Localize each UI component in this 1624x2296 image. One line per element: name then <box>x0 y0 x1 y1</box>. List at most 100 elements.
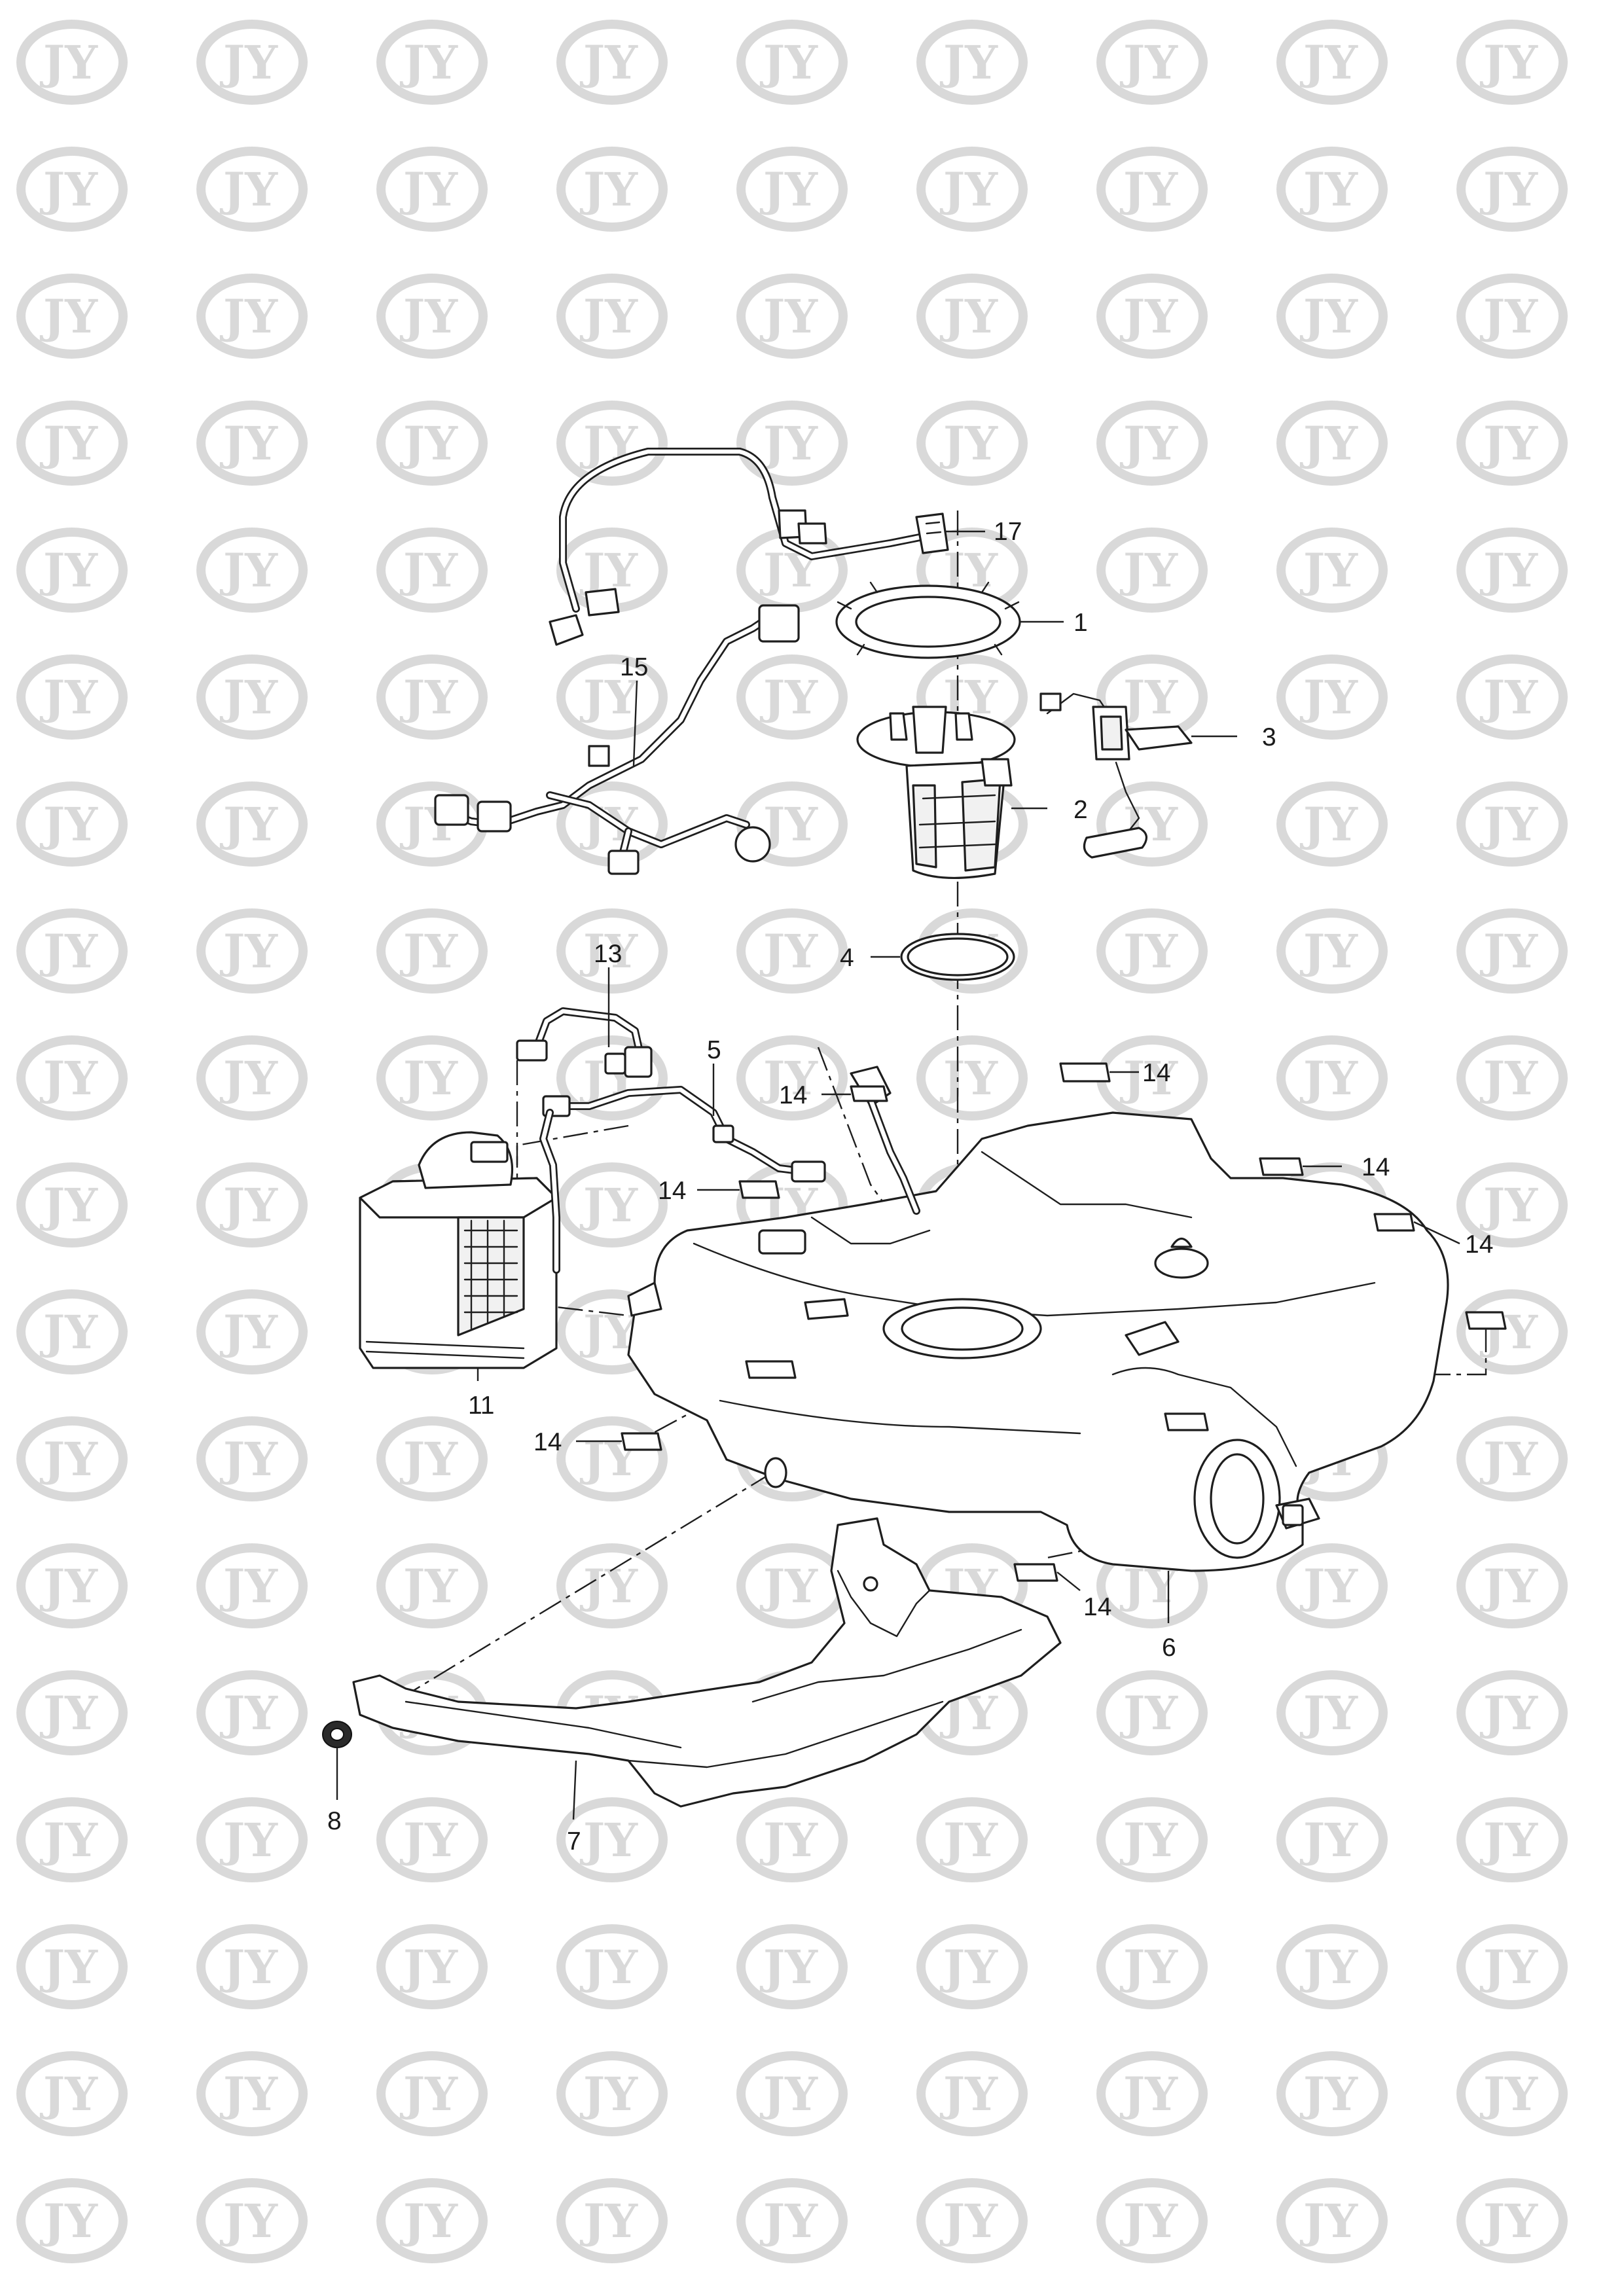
watermark-ring <box>556 2051 668 2136</box>
watermark-logo: JY <box>556 2178 668 2263</box>
watermark-ring <box>736 274 848 359</box>
watermark-ring <box>1456 2051 1568 2136</box>
watermark-ring <box>736 2178 848 2263</box>
watermark-text: JY <box>1119 1051 1178 1105</box>
watermark-text: JY <box>1479 543 1538 598</box>
watermark-logo: JY <box>1096 528 1208 613</box>
watermark-ring <box>196 1416 308 1501</box>
pump-seal-ring-4 <box>900 933 1015 981</box>
watermark-logo: JY <box>916 2178 1028 2263</box>
watermark-text: JY <box>1479 924 1538 978</box>
watermark-ring <box>556 20 668 105</box>
watermark-ring <box>916 20 1028 105</box>
watermark-ring <box>376 2178 488 2263</box>
watermark-logo: JY <box>376 1035 488 1121</box>
watermark-ring <box>16 1924 128 2009</box>
watermark-text: JY <box>39 1813 98 1867</box>
watermark-logo: JY <box>1456 20 1568 105</box>
watermark-logo: JY <box>1276 655 1388 740</box>
watermark-ring <box>16 655 128 740</box>
watermark-text: JY <box>1479 1813 1538 1867</box>
watermark-logo: JY <box>16 1797 128 1882</box>
watermark-logo: JY <box>1096 2178 1208 2263</box>
watermark-text: JY <box>1119 416 1178 471</box>
watermark-ring <box>16 1797 128 1882</box>
callout-2: 2 <box>1074 796 1088 824</box>
watermark-text: JY <box>579 1813 638 1867</box>
watermark-text: JY <box>39 670 98 725</box>
watermark-logo: JY <box>916 147 1028 232</box>
watermark-ring <box>1456 274 1568 359</box>
watermark-text: JY <box>219 35 278 90</box>
watermark-logo: JY <box>736 147 848 232</box>
watermark-logo: JY <box>1456 528 1568 613</box>
callout-14-d: 14 <box>1362 1153 1390 1181</box>
watermark-ring <box>1276 2051 1388 2136</box>
watermark-text: JY <box>399 1559 458 1613</box>
watermark-ring <box>556 655 668 740</box>
watermark-text: JY <box>1119 924 1178 978</box>
watermark-text: JY <box>939 2067 998 2121</box>
watermark-ring <box>1096 1797 1208 1882</box>
watermark-text: JY <box>219 1813 278 1867</box>
watermark-ring <box>1456 1924 1568 2009</box>
watermark-logo: JY <box>16 1289 128 1374</box>
watermark-ring <box>196 1289 308 1374</box>
watermark-logo: JY <box>736 655 848 740</box>
watermark-logo: JY <box>16 2178 128 2263</box>
watermark-ring <box>736 1035 848 1121</box>
watermark-logo: JY <box>376 274 488 359</box>
watermark-text: JY <box>1479 670 1538 725</box>
callout-14-e: 14 <box>1465 1230 1493 1259</box>
watermark-ring <box>196 908 308 994</box>
watermark-logo: JY <box>556 1162 668 1247</box>
watermark-logo: JY <box>376 401 488 486</box>
watermark-logo: JY <box>1456 908 1568 994</box>
watermark-ring <box>376 1416 488 1501</box>
watermark-ring <box>556 147 668 232</box>
watermark-text: JY <box>579 543 638 598</box>
callout-17: 17 <box>994 518 1022 546</box>
watermark-logo: JY <box>1276 2178 1388 2263</box>
watermark-ring <box>736 20 848 105</box>
watermark-ring <box>556 1924 668 2009</box>
watermark-ring <box>736 1797 848 1882</box>
fuel-pump-module-2 <box>856 706 1016 880</box>
watermark-logo: JY <box>736 401 848 486</box>
watermark-ring <box>916 2051 1028 2136</box>
watermark-text: JY <box>1119 543 1178 598</box>
watermark-text: JY <box>759 924 818 978</box>
watermark-logo: JY <box>196 1924 308 2009</box>
watermark-text: JY <box>219 1178 278 1232</box>
watermark-ring <box>916 274 1028 359</box>
watermark-ring <box>196 1670 308 1755</box>
watermark-text: JY <box>939 289 998 344</box>
callout-14-b: 14 <box>1142 1059 1170 1087</box>
watermark-ring <box>1456 781 1568 867</box>
watermark-text: JY <box>1119 1940 1178 1994</box>
watermark-text: JY <box>39 289 98 344</box>
watermark-ring <box>556 1797 668 1882</box>
watermark-ring <box>16 1416 128 1501</box>
watermark-text: JY <box>1479 1686 1538 1740</box>
watermark-text: JY <box>759 1559 818 1613</box>
watermark-text: JY <box>579 1178 638 1232</box>
watermark-logo: JY <box>1276 528 1388 613</box>
watermark-ring <box>556 401 668 486</box>
watermark-ring <box>1096 1670 1208 1755</box>
watermark-ring <box>16 1289 128 1374</box>
watermark-logo: JY <box>1456 1416 1568 1501</box>
watermark-ring <box>556 1162 668 1247</box>
watermark-logo: JY <box>196 1797 308 1882</box>
watermark-text: JY <box>579 670 638 725</box>
watermark-logo: JY <box>376 908 488 994</box>
watermark-text: JY <box>759 1813 818 1867</box>
watermark-logo: JY <box>1276 1670 1388 1755</box>
watermark-text: JY <box>759 2067 818 2121</box>
watermark-logo: JY <box>556 908 668 994</box>
watermark-logo: JY <box>196 274 308 359</box>
watermark-logo: JY <box>16 655 128 740</box>
watermark-ring <box>916 1035 1028 1121</box>
watermark-ring <box>1276 20 1388 105</box>
